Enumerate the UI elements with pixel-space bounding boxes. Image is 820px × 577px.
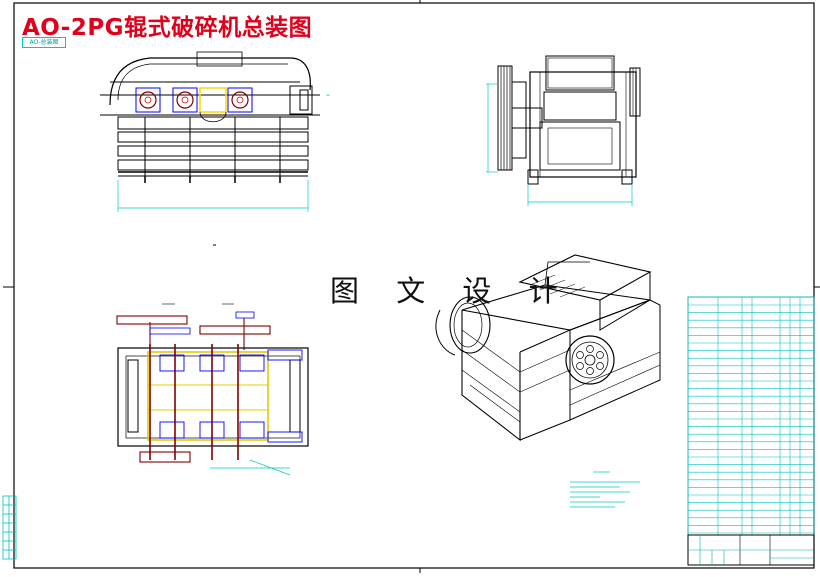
side-view <box>486 55 641 206</box>
parts-list-table <box>687 296 815 566</box>
technical-notes <box>570 471 640 508</box>
drawing-title: AO-2PG辊式破碎机总装图 <box>22 15 313 41</box>
revision-block <box>2 495 17 560</box>
front-view <box>100 51 330 246</box>
isometric-view <box>435 254 661 442</box>
drawing-tag: AO-总装图 <box>22 37 66 48</box>
watermark-text: 图 文 设 计 <box>330 274 572 308</box>
top-view <box>116 303 309 476</box>
